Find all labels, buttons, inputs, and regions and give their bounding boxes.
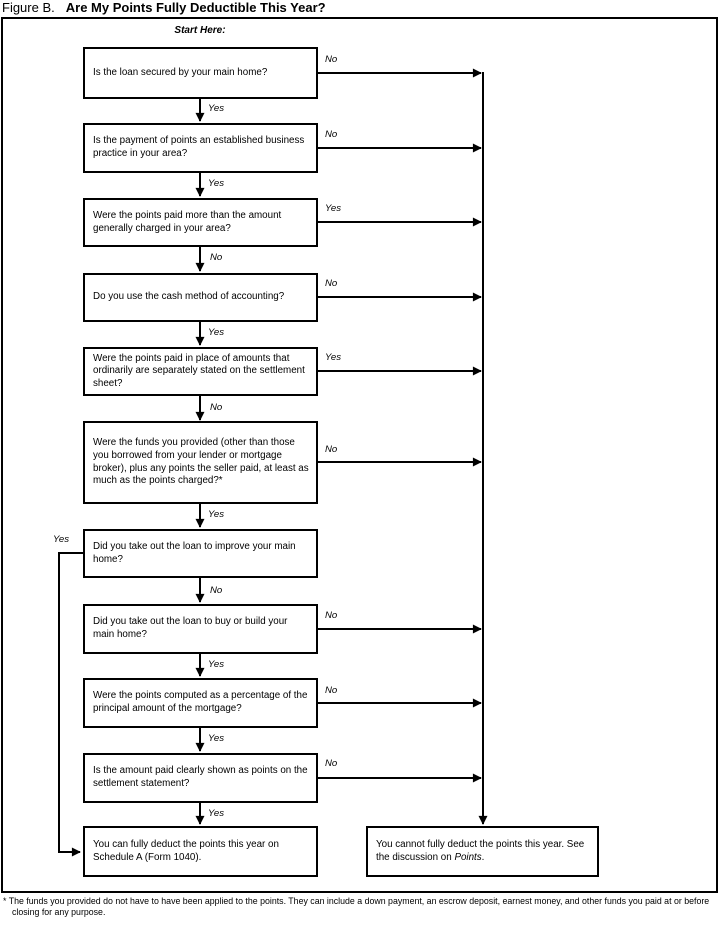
arrow-label-right-2: No: [325, 129, 338, 140]
arrow-label-left-yes: Yes: [53, 534, 70, 545]
question-points-in-place-of-amounts: Were the points paid in place of amounts…: [83, 347, 318, 396]
arrow-label-down-7: No: [210, 585, 223, 596]
question-points-percentage: Were the points computed as a percentage…: [83, 678, 318, 728]
question-funds-provided: Were the funds you provided (other than …: [83, 421, 318, 504]
arrow-label-down-3: No: [210, 252, 223, 263]
arrow-label-down-6: Yes: [208, 509, 225, 520]
arrow-label-down-9: Yes: [208, 733, 225, 744]
question-loan-buy-build: Did you take out the loan to buy or buil…: [83, 604, 318, 654]
arrow-label-right-1: No: [325, 54, 338, 65]
figure-heading: Are My Points Fully Deductible This Year…: [65, 0, 326, 15]
result-cannot-deduct: You cannot fully deduct the points this …: [366, 826, 599, 877]
arrow-label-down-5: No: [210, 402, 223, 413]
question-established-practice: Is the payment of points an established …: [83, 123, 318, 173]
points-reference: Points: [454, 851, 482, 863]
start-here-label: Start Here:: [174, 25, 226, 36]
question-points-more-than-charged: Were the points paid more than the amoun…: [83, 198, 318, 247]
arrow-label-right-6: No: [325, 444, 338, 455]
question-points-shown-on-statement: Is the amount paid clearly shown as poin…: [83, 753, 318, 803]
figure-label: Figure B.: [2, 0, 55, 15]
arrow-label-down-10: Yes: [208, 808, 225, 819]
arrow-label-down-8: Yes: [208, 659, 225, 670]
arrow-label-right-5: Yes: [325, 352, 342, 363]
arrow-label-right-4: No: [325, 278, 338, 289]
result-can-deduct: You can fully deduct the points this yea…: [83, 826, 318, 877]
footnote: * The funds you provided do not have to …: [3, 896, 710, 917]
question-loan-secured: Is the loan secured by your main home?: [83, 47, 318, 99]
arrow-label-right-3: Yes: [325, 203, 342, 214]
arrow-label-right-8: No: [325, 685, 338, 696]
arrow-label-right-9: No: [325, 758, 338, 769]
arrow-label-down-4: Yes: [208, 327, 225, 338]
arrow-label-down-2: Yes: [208, 178, 225, 189]
flowchart-frame: [1, 17, 718, 893]
arrow-label-right-7: No: [325, 610, 338, 621]
arrow-label-down-1: Yes: [208, 103, 225, 114]
question-cash-method: Do you use the cash method of accounting…: [83, 273, 318, 322]
question-loan-improve-home: Did you take out the loan to improve you…: [83, 529, 318, 578]
figure-title: Figure B. Are My Points Fully Deductible …: [2, 0, 326, 15]
